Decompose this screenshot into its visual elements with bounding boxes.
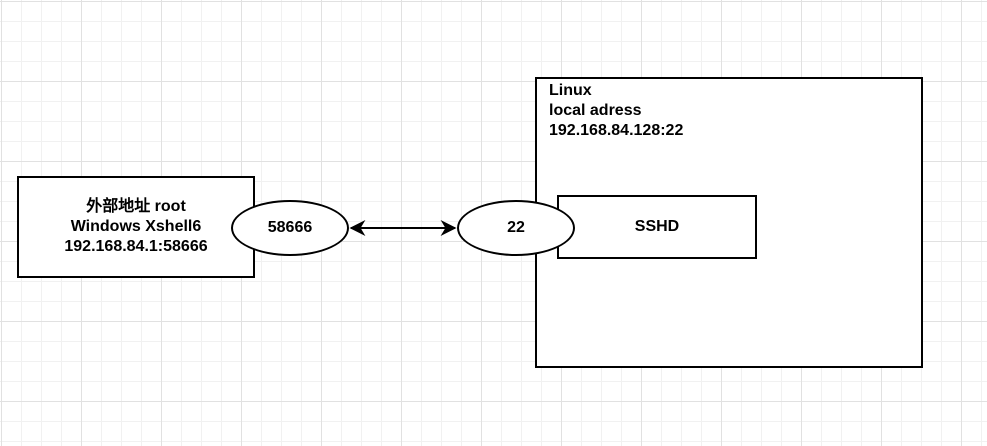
client-external-address-label: 外部地址 root bbox=[86, 198, 186, 215]
client-host-box: 外部地址 root Windows Xshell6 192.168.84.1:5… bbox=[17, 176, 255, 278]
client-port-ellipse: 58666 bbox=[231, 200, 349, 256]
client-port-label: 58666 bbox=[267, 219, 313, 236]
client-software-label: Windows Xshell6 bbox=[70, 218, 202, 235]
client-ip-address: 192.168.84.1:58666 bbox=[64, 238, 208, 255]
sshd-service-box: SSHD bbox=[557, 195, 757, 259]
linux-host-label: Linux local adress 192.168.84.128:22 bbox=[549, 81, 683, 141]
server-port-ellipse: 22 bbox=[457, 200, 575, 256]
linux-ip-address: 192.168.84.128:22 bbox=[549, 122, 684, 139]
linux-host-name: Linux bbox=[549, 82, 592, 99]
server-port-label: 22 bbox=[507, 219, 525, 236]
sshd-label: SSHD bbox=[634, 218, 680, 235]
linux-local-address-label: local adress bbox=[549, 102, 642, 119]
